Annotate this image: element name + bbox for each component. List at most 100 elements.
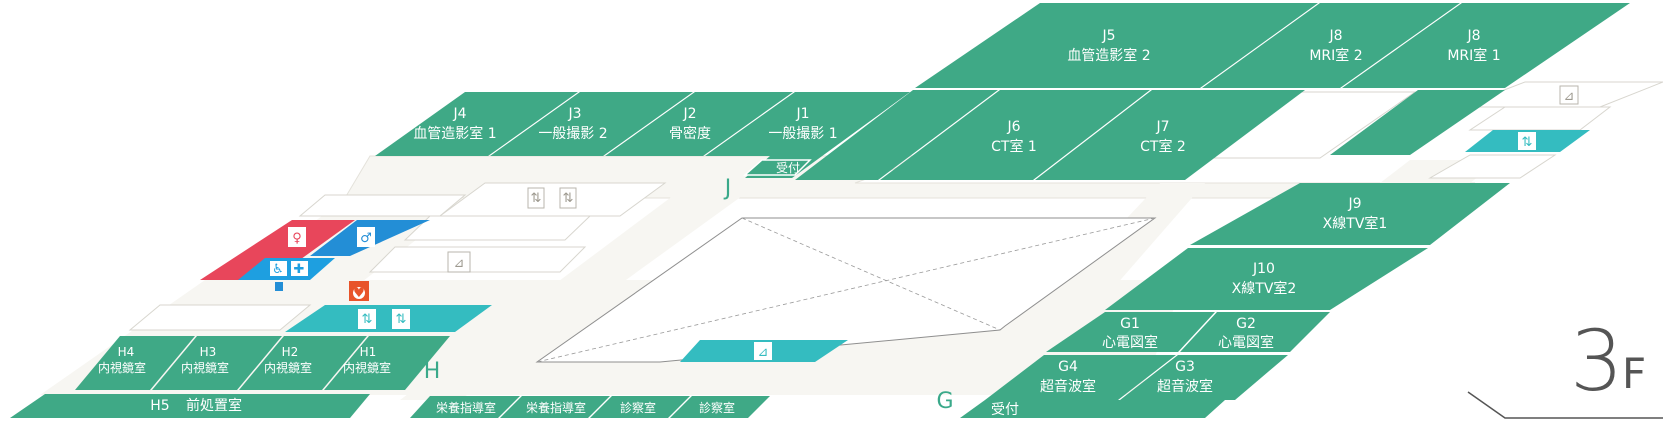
area-left-row3 [368,246,587,273]
room-j1[interactable] [705,92,910,178]
womens-restroom[interactable] [200,220,355,280]
room-h3[interactable] [152,336,282,390]
stairs-icon[interactable]: ⊿ [1559,85,1579,105]
h-wing [10,336,770,418]
room-j7-name: CT室 2 [1140,138,1186,155]
atrium-diagonal-1 [741,217,1001,331]
elevator-icon[interactable]: ⇅ [559,187,577,209]
room-j9[interactable] [1190,183,1510,245]
room-j2[interactable] [605,92,793,156]
room-n2[interactable] [500,396,610,418]
room-g2[interactable] [1180,312,1330,352]
area-stair-block [438,182,667,217]
room-j2-name: 骨密度 [669,125,711,142]
room-j8-lower [1330,90,1505,155]
room-c1[interactable] [590,396,690,418]
room-g3[interactable] [1120,355,1288,400]
room-j4[interactable] [375,92,578,156]
room-g4[interactable] [985,355,1176,400]
room-g1[interactable] [1046,312,1215,352]
elevator-icon[interactable]: ⇅ [1518,132,1536,150]
reception-j-label: 受付 [776,161,800,175]
room-j8a[interactable] [1202,3,1460,88]
reception-g-label: 受付 [991,402,1019,418]
room-j5-code: J5 [1101,28,1115,44]
svg-text:⊿: ⊿ [1564,89,1575,104]
elevator-hall-h[interactable] [285,305,492,332]
room-j3-code: J3 [567,106,581,122]
svg-text:⇅: ⇅ [563,191,574,206]
room-j3[interactable] [490,92,693,156]
room-j10-code: J10 [1252,261,1275,277]
room-c1-name: 診察室 [620,400,656,415]
svg-text:✚: ✚ [294,262,305,277]
svg-text:♥: ♥ [353,286,365,301]
mens-restroom-icon: ♂ [357,227,375,247]
room-h4-name: 内視鏡室 [98,360,146,375]
room-h2-code: H2 [282,345,299,359]
svg-text:♂: ♂ [360,231,372,246]
elevator-icon[interactable]: ⇅ [392,309,410,329]
g-wing [960,312,1330,418]
room-j8b-code: J8 [1466,28,1480,44]
svg-text:⊿: ⊿ [454,256,465,271]
ostomate-icon: ✚ [291,261,308,277]
room-h3-code: H3 [200,345,217,359]
room-g1-name: 心電図室 [1102,334,1158,351]
room-j8b[interactable] [1342,3,1630,88]
room-h1-name: 内視鏡室 [343,360,391,375]
room-j3-name: 一般撮影 2 [538,125,607,142]
room-c2[interactable] [670,396,770,418]
reception-g-box[interactable] [960,400,1225,418]
room-n1-name: 栄養指導室 [436,400,496,415]
j-wing [375,3,1630,310]
room-j7-code: J7 [1155,119,1169,135]
svg-text:♿: ♿ [272,262,284,277]
zone-letters: J H G [424,176,954,414]
room-j7[interactable] [1035,90,1305,180]
room-j10[interactable] [1105,248,1428,310]
room-j1-name: 一般撮影 1 [768,125,837,142]
area-far-right-bottom [1428,154,1557,179]
reception-j-box[interactable] [743,159,812,176]
right-corridor [960,183,1205,395]
room-j4-code: J4 [452,106,466,122]
room-j5[interactable] [915,3,1318,88]
room-h5-code: H5 [150,398,169,414]
room-j2-code: J2 [682,106,696,122]
floor-number: 3 [1570,312,1623,410]
room-j-left-fill [795,90,998,180]
room-h1[interactable] [324,336,450,390]
stairs-icon[interactable]: ⊿ [447,251,471,273]
zone-letter-h: H [424,359,441,384]
elevator-icon[interactable]: ⇅ [527,187,545,209]
escalator-icon[interactable]: ⊿ [754,342,772,360]
room-g1-code: G1 [1120,316,1140,332]
room-g4-code: G4 [1058,359,1078,375]
room-h5[interactable] [10,394,370,418]
area-left-top [298,194,467,217]
floor-indicator-line [1467,391,1663,419]
room-j9-name: X線TV室1 [1323,215,1388,232]
elevator-icon[interactable]: ⇅ [358,309,376,329]
room-g2-name: 心電図室 [1218,334,1274,351]
atrium-void [535,217,1157,363]
room-j1-code: J1 [795,106,809,122]
floor-indicator: 3 F [1467,312,1663,419]
svg-text:♀: ♀ [292,231,302,246]
room-h4-code: H4 [118,345,135,359]
room-n1[interactable] [410,396,520,418]
room-h4[interactable] [75,336,195,390]
svg-text:⇅: ⇅ [1522,135,1533,150]
room-j4-name: 血管造影室 1 [413,125,496,142]
aed-icon[interactable]: ♥ [349,281,369,301]
room-j8a-code: J8 [1328,28,1342,44]
zone-letter-j: J [723,176,732,201]
info-icon [275,282,283,291]
room-h2[interactable] [239,336,367,390]
room-j5-name: 血管造影室 2 [1067,47,1150,64]
zone-letter-g: G [936,389,953,414]
accessible-restroom-icon: ♿ [270,261,287,277]
room-j6[interactable] [880,90,1150,180]
